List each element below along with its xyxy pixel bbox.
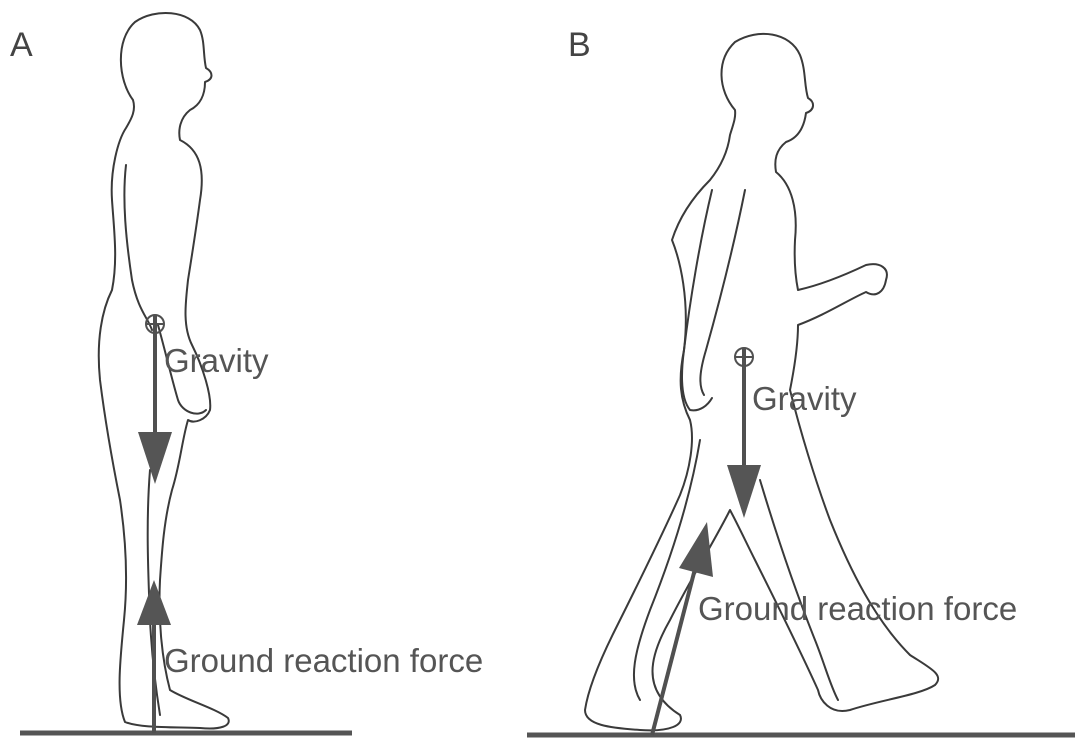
- gravity-label-b: Gravity: [752, 380, 857, 417]
- panel-b: B Gravity Ground reaction force: [527, 26, 1075, 735]
- standing-arm-outline: [124, 165, 152, 330]
- ground-reaction-arrowhead-a: [137, 580, 171, 625]
- ground-reaction-arrowhead-b: [679, 522, 713, 577]
- gravity-arrowhead-b: [727, 465, 761, 518]
- panel-a: A Gravity Ground reaction force: [10, 13, 483, 733]
- ground-reaction-label-b: Ground reaction force: [698, 590, 1017, 627]
- gravity-label-a: Gravity: [164, 342, 269, 379]
- walking-arm-outline: [682, 190, 712, 410]
- gravity-arrowhead-a: [138, 432, 172, 484]
- ground-reaction-label-a: Ground reaction force: [164, 642, 483, 679]
- panel-a-label: A: [10, 26, 33, 64]
- panel-b-label: B: [568, 26, 591, 64]
